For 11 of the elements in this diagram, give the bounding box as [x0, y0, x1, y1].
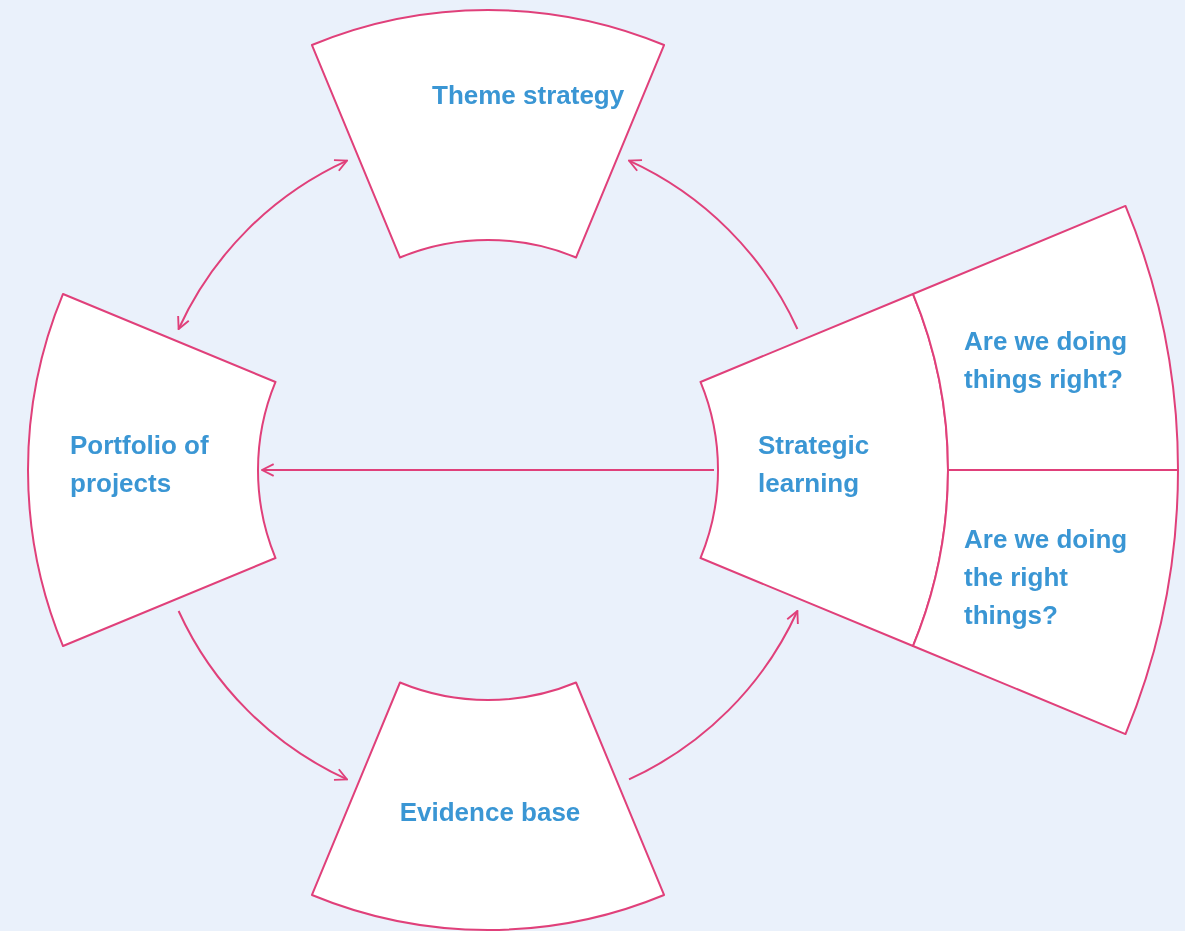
- node-label: Are we doing things right?: [964, 325, 1129, 396]
- node-label: Portfolio of projects: [70, 429, 210, 500]
- arrow: [177, 610, 348, 781]
- node-label: Evidence base: [398, 796, 582, 829]
- node-label: Theme strategy: [432, 79, 626, 112]
- node-label: Strategic learning: [758, 429, 871, 500]
- node-label: Are we doing the right things?: [964, 523, 1129, 632]
- arrow: [177, 159, 348, 330]
- arrow: [261, 463, 715, 477]
- arrow: [628, 159, 799, 330]
- arrow: [628, 610, 799, 781]
